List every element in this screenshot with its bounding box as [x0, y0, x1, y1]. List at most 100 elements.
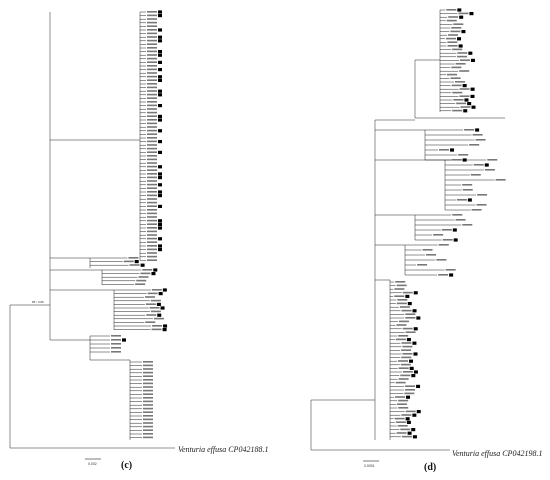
- mid-tip-c-label-mark: [123, 260, 134, 263]
- mid-tip-d-label-mark: [442, 239, 453, 241]
- mid-tip-c-label-mark: [145, 303, 156, 305]
- top-tip-d-marker: [470, 58, 475, 62]
- lower-tip-d-label-mark: [402, 353, 413, 355]
- lower-tip-d-label-mark: [402, 345, 413, 348]
- mid-tip-d-label-mark: [495, 179, 506, 181]
- tip-c-45-marker: [158, 172, 162, 176]
- lower-tip-d-label-mark: [398, 360, 409, 362]
- lower-tip-c-label-mark: [111, 347, 121, 349]
- tip-c-15-label-mark: [147, 65, 157, 67]
- lower-tip-d-marker: [416, 384, 421, 388]
- mid-tip-c-marker: [160, 306, 165, 310]
- lower-tip-d-marker: [407, 431, 412, 435]
- mid-tip-c-label-mark: [145, 296, 156, 298]
- tip-c-48-label-mark: [147, 183, 157, 186]
- lower-tip-c-b-label-mark: [143, 404, 153, 406]
- mid-tip-c-label-mark: [150, 299, 161, 302]
- tip-c-43-label-mark: [147, 165, 157, 168]
- lower-tip-c-marker: [122, 338, 126, 342]
- top-tip-d-label-mark: [456, 102, 467, 105]
- lower-tip-c-b-label-mark: [143, 415, 153, 417]
- lower-tip-d-label-mark: [398, 378, 409, 380]
- top-tip-d-label-mark: [459, 95, 470, 97]
- top-tip-d-label-mark: [457, 52, 468, 54]
- tip-c-64-label-mark: [147, 241, 157, 243]
- lower-tip-d-label-mark: [405, 313, 416, 315]
- lower-tip-d-label-mark: [398, 335, 409, 337]
- lower-tip-d-label-mark: [405, 317, 416, 319]
- lower-tip-d-label-mark: [400, 363, 411, 366]
- tip-c-40-label-mark: [147, 155, 157, 157]
- lower-tip-d-label-mark: [395, 281, 406, 283]
- mid-tip-d-label-mark: [433, 234, 444, 236]
- lower-tip-d-label-mark: [402, 327, 413, 330]
- mid-tip-d-label-mark: [487, 159, 498, 161]
- tip-c-29-label-mark: [147, 115, 157, 117]
- mid-tip-d-marker: [450, 148, 455, 152]
- tip-c-8-label-mark: [147, 39, 157, 42]
- lower-tip-d-label-mark: [398, 367, 409, 369]
- tip-c-14-label-mark: [147, 61, 157, 63]
- lower-tip-c-b-label-mark: [143, 375, 153, 377]
- top-tip-d-label-mark: [455, 63, 466, 65]
- tip-c-47-label-mark: [147, 180, 157, 182]
- scale-bar-label-c: 0.002: [88, 462, 97, 466]
- tip-c-6-label-mark: [147, 32, 157, 35]
- lower-tip-d-marker: [409, 366, 414, 370]
- mid-tip-d-label-mark: [464, 129, 475, 131]
- mid-tip-c-label-mark: [151, 328, 162, 331]
- mid-tip-d-label-mark: [477, 194, 488, 196]
- tip-c-60-marker: [158, 226, 162, 230]
- tip-c-12-label-mark: [147, 54, 157, 56]
- lower-tip-d-label-mark: [395, 396, 406, 398]
- outgroup-label-d: Venturia effusa CP042198.1: [452, 449, 542, 458]
- tip-c-42-label-mark: [147, 162, 157, 164]
- tip-c-44-label-mark: [147, 169, 157, 171]
- lower-tip-d-marker: [406, 338, 411, 342]
- top-tip-d-label-mark: [446, 9, 457, 11]
- lower-tip-d-marker: [412, 341, 417, 345]
- lower-tip-d-label-mark: [395, 338, 406, 341]
- tip-c-43-marker: [158, 165, 162, 169]
- top-tip-d-label-mark: [446, 19, 457, 22]
- mid-tip-c-label-mark: [138, 276, 149, 278]
- tip-c-26-marker: [158, 104, 162, 108]
- mid-tip-c-label-mark: [136, 279, 147, 282]
- lower-tip-d-label-mark: [396, 432, 407, 434]
- lower-tip-d-label-mark: [401, 349, 412, 351]
- lower-tip-d-label-mark: [398, 399, 409, 402]
- lower-tip-d-label-mark: [396, 284, 407, 287]
- lower-tip-c-b-label-mark: [143, 397, 153, 399]
- lower-tip-d-label-mark: [396, 324, 407, 326]
- mid-tip-c-label-mark: [147, 292, 158, 295]
- tip-c-21-label-mark: [147, 86, 157, 89]
- lower-tip-c-b-label-mark: [143, 411, 153, 413]
- top-tip-d-label-mark: [448, 34, 459, 36]
- panel-label-d: (d): [424, 462, 436, 473]
- lower-tip-d-label-mark: [395, 421, 406, 423]
- mid-tip-d-label-mark: [472, 134, 483, 136]
- tip-c-36-label-mark: [147, 140, 157, 143]
- mid-tip-d-marker: [452, 228, 457, 232]
- mid-tip-c-marker: [156, 302, 161, 306]
- lower-tip-c-label-mark: [111, 339, 121, 341]
- tip-c-3-label-mark: [147, 21, 157, 24]
- tip-c-52-label-mark: [147, 198, 157, 200]
- mid-tip-c-marker: [153, 268, 158, 272]
- tip-c-0-marker: [158, 10, 162, 14]
- mid-tip-c-label-mark: [146, 314, 157, 316]
- lower-tip-d-label-mark: [401, 435, 412, 438]
- tip-c-23-marker: [158, 93, 162, 97]
- tip-c-56-label-mark: [147, 212, 157, 215]
- top-tip-d-label-mark: [451, 66, 462, 69]
- top-tip-d-marker: [463, 109, 468, 113]
- lower-tip-d-marker: [412, 435, 417, 439]
- tip-c-49-label-mark: [147, 187, 157, 189]
- tip-c-51-label-mark: [147, 194, 157, 197]
- lower-tip-c-b-label-mark: [143, 361, 153, 363]
- lower-tip-d-label-mark: [402, 371, 413, 373]
- top-tip-d-label-mark: [460, 106, 471, 108]
- lower-tip-c-b-label-mark: [143, 425, 153, 428]
- tip-c-51-marker: [158, 194, 162, 198]
- lower-tip-d-marker: [411, 428, 416, 432]
